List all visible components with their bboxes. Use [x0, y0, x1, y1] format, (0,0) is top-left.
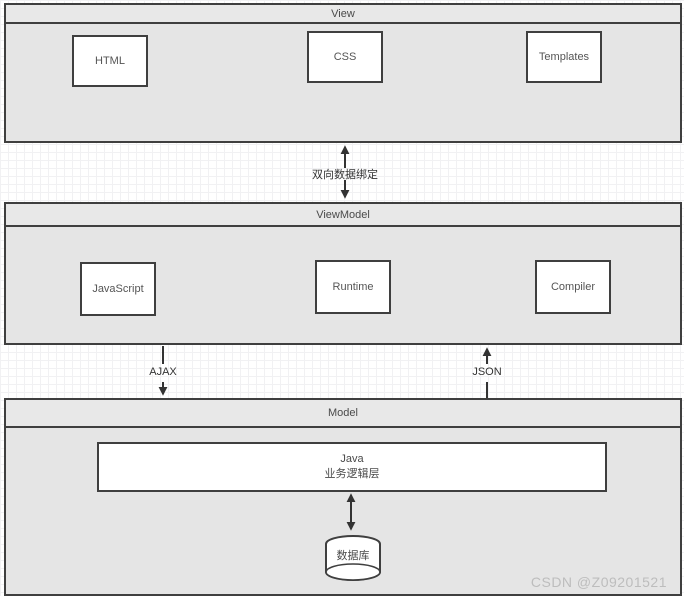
- node-compiler-label: Compiler: [550, 281, 595, 293]
- node-database: 数据库: [324, 534, 382, 582]
- java-layer-line2: 业务逻辑层: [324, 468, 380, 480]
- database-label: 数据库: [336, 550, 370, 562]
- node-html: HTML: [72, 35, 148, 87]
- section-view-title: View: [331, 7, 355, 20]
- node-css: CSS: [307, 31, 383, 83]
- section-model-header: Model: [6, 400, 680, 428]
- section-view: View HTML CSS Templates: [4, 3, 682, 143]
- node-compiler: Compiler: [535, 260, 611, 314]
- database-cylinder-icon: [325, 535, 381, 581]
- node-html-label: HTML: [95, 55, 125, 67]
- ajax-arrow-label: AJAX: [149, 366, 177, 378]
- node-css-label: CSS: [333, 51, 357, 63]
- section-model-title: Model: [328, 407, 358, 419]
- section-view-header: View: [6, 5, 680, 24]
- json-arrow-label: JSON: [472, 366, 502, 378]
- watermark: CSDN @Z09201521: [530, 574, 667, 590]
- section-viewmodel-title: ViewModel: [316, 208, 370, 221]
- node-javascript-label: JavaScript: [92, 283, 144, 295]
- node-javascript: JavaScript: [80, 262, 156, 316]
- node-runtime-label: Runtime: [332, 281, 374, 293]
- node-templates: Templates: [526, 31, 602, 83]
- binding-arrow-label: 双向数据绑定: [312, 169, 378, 181]
- node-java-business-layer: Java 业务逻辑层: [97, 442, 607, 492]
- node-runtime: Runtime: [315, 260, 391, 314]
- section-viewmodel-header: ViewModel: [6, 204, 680, 227]
- section-model: Model Java 业务逻辑层 数据库: [4, 398, 682, 596]
- section-viewmodel: ViewModel JavaScript Runtime Compiler: [4, 202, 682, 345]
- node-templates-label: Templates: [538, 51, 590, 63]
- java-layer-line1: Java: [340, 453, 364, 466]
